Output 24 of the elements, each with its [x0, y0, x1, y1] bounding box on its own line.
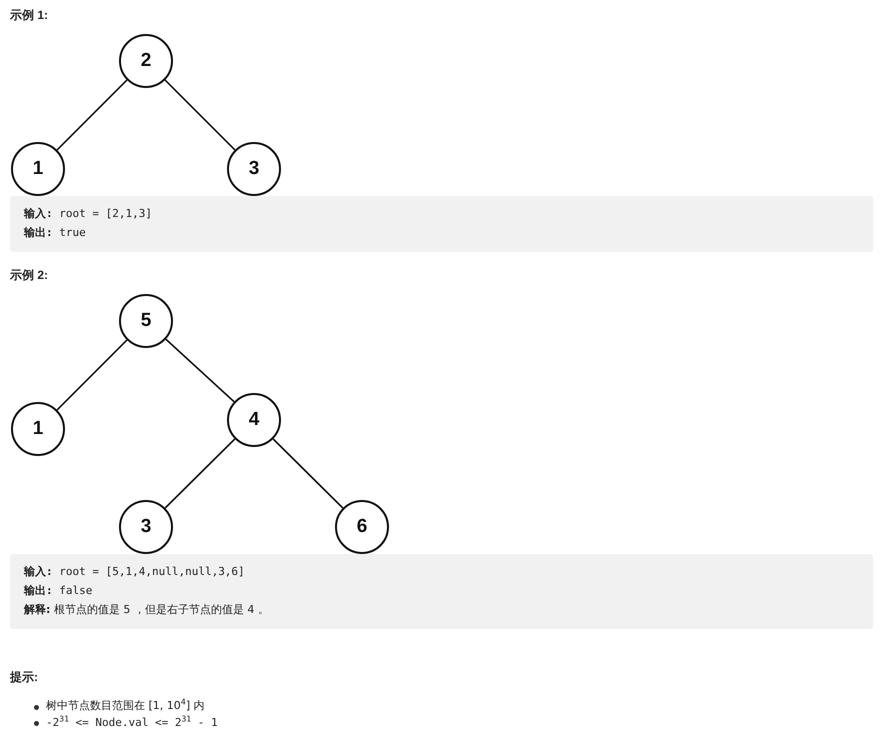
explanation-text: 解释: 根节点的值是 5 ，但是右子节点的值是 4 。 [24, 603, 269, 617]
tree-edge [164, 80, 236, 150]
tree-edge [56, 340, 128, 410]
tree-node-circle: 6 [335, 500, 389, 554]
io-line: 输出: false [24, 584, 92, 598]
example-heading: 示例 1: [10, 8, 48, 22]
tree-node-circle: 1 [11, 142, 65, 196]
tree-node-circle: 2 [119, 34, 173, 88]
constraint-text: 树中节点数目范围在 [1, 10$^{4}$] 内 [46, 699, 205, 713]
example-heading: 示例 2: [10, 268, 48, 282]
tree-edge [164, 438, 236, 509]
tree-edge [165, 338, 235, 402]
tree-node-circle: 4 [227, 393, 281, 447]
io-line: 输入: root = [5,1,4,null,null,3,6] [24, 565, 245, 579]
io-line: 输入: root = [2,1,3] [24, 207, 152, 221]
constraint-text: -2$^{31}$ <= Node.val <= 2$^{31}$ - 1 [46, 716, 218, 730]
tree-node-circle: 3 [119, 500, 173, 554]
hint-heading: 提示: [10, 670, 38, 684]
tree-node-circle: 1 [11, 402, 65, 456]
tree-edge [272, 438, 344, 509]
tree-edge [56, 80, 128, 150]
io-line: 输出: true [24, 226, 86, 240]
tree-node-circle: 5 [119, 294, 173, 348]
tree-node-circle: 3 [227, 142, 281, 196]
